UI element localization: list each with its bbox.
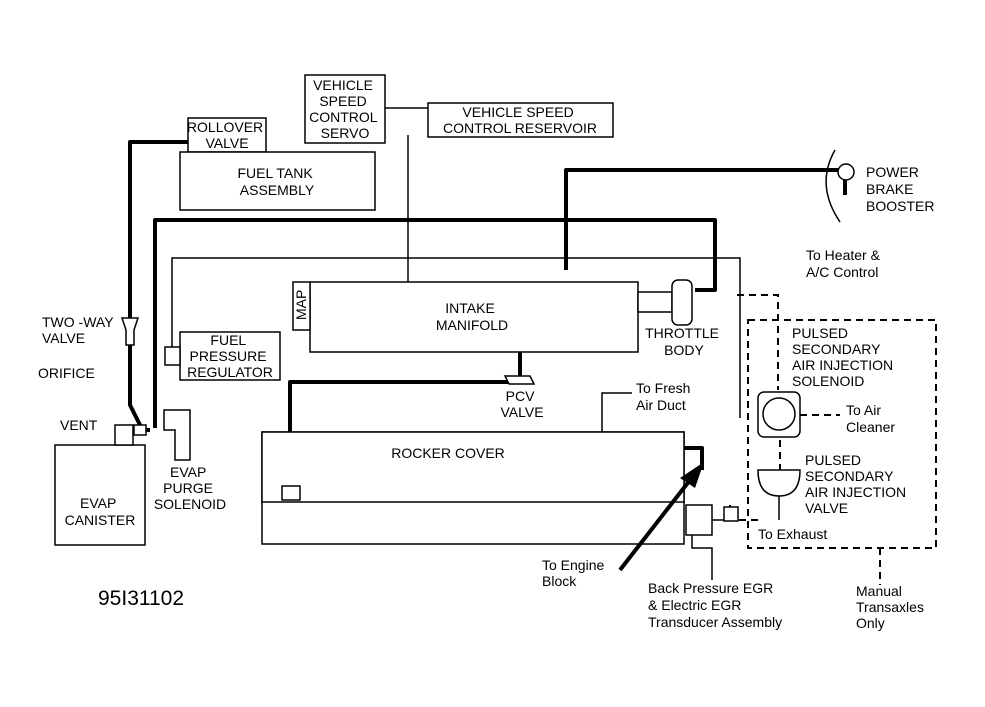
fuel-pressure-regulator-label: FUEL PRESSURE REGULATOR	[187, 332, 273, 380]
fuel-tank-label: FUEL TANK ASSEMBLY	[237, 165, 316, 198]
vehicle-speed-control-servo-box	[304, 74, 386, 144]
manual-transaxles-dashed-box	[747, 319, 937, 549]
to-heater-label: To Heater & A/C Control	[806, 247, 884, 280]
pulsed-solenoid-dashed	[737, 294, 779, 390]
orifice-fitting	[133, 424, 147, 436]
to-exhaust-label: To Exhaust	[758, 526, 827, 542]
engine-block-arrow-head	[680, 462, 704, 488]
evap-canister-box	[54, 444, 146, 546]
reservoir-label: VEHICLE SPEED CONTROL RESERVOIR	[443, 104, 597, 136]
engine-block-arrow-line	[618, 478, 692, 572]
power-brake-booster-label: POWER BRAKE BOOSTER	[866, 164, 934, 214]
egr-lead	[691, 535, 713, 580]
evap-purge-solenoid	[163, 409, 191, 461]
rocker-cover-port	[281, 485, 301, 501]
manual-transaxles-label: Manual Transaxles Only	[856, 583, 928, 631]
pcv-valve-label: PCV VALVE	[500, 388, 543, 420]
brake-booster-body	[825, 149, 841, 223]
pcv-valve	[503, 375, 536, 385]
canister-vent-port	[114, 424, 134, 446]
throttle-body-label: THROTTLE BODY	[645, 325, 723, 358]
brake-booster-hose	[564, 168, 847, 270]
intake-manifold-label: INTAKE MANIFOLD	[436, 300, 508, 333]
servo-label: VEHICLE SPEED CONTROL SERVO	[309, 77, 381, 141]
to-fresh-air-duct-label: To Fresh Air Duct	[636, 380, 694, 413]
throttle-body-neck	[637, 291, 673, 313]
orifice-label: ORIFICE	[38, 365, 95, 381]
figure-number: 95I31102	[98, 587, 184, 610]
intake-manifold-box	[309, 281, 639, 353]
map-label: MAP	[293, 290, 309, 320]
pulsed-solenoid-circle	[762, 397, 796, 431]
throttle-body-box	[671, 279, 693, 326]
pulsed-air-valve-label: PULSED SECONDARY AIR INJECTION VALVE	[805, 452, 910, 516]
egr-transducer-label: Back Pressure EGR & Electric EGR Transdu…	[648, 580, 782, 630]
rocker-outlet-hose	[684, 446, 704, 470]
regulator-port	[164, 346, 181, 366]
rocker-cover-label: ROCKER COVER	[391, 445, 505, 461]
to-air-cleaner-label: To Air Cleaner	[846, 402, 895, 435]
two-way-valve	[120, 317, 140, 346]
rollover-hose	[128, 140, 190, 318]
two-way-valve-label: TWO -WAY VALVE	[42, 314, 117, 346]
vent-label: VENT	[60, 417, 98, 433]
map-sensor-box	[292, 281, 311, 331]
vehicle-speed-control-reservoir-box	[427, 102, 614, 138]
rocker-cover-box	[261, 431, 685, 503]
purge-to-throttle-hose	[153, 218, 717, 428]
rollover-valve-label: ROLLOVER VALVE	[187, 119, 267, 151]
fuel-tank-assembly-box	[179, 151, 376, 211]
evap-canister-label: EVAP CANISTER	[65, 495, 136, 528]
pulsed-air-solenoid-label: PULSED SECONDARY AIR INJECTION SOLENOID	[792, 325, 897, 389]
evap-purge-solenoid-label: EVAP PURGE SOLENOID	[154, 464, 226, 512]
pulsed-valve-body	[757, 469, 801, 497]
brake-booster-port	[837, 163, 855, 181]
fresh-air-line	[601, 392, 632, 432]
two-way-valve-hose	[128, 345, 142, 426]
egr-transducer-box	[685, 504, 713, 536]
egr-solenoid-box	[723, 506, 739, 522]
regulator-line	[171, 257, 741, 418]
to-engine-block-label: To Engine Block	[542, 557, 608, 589]
